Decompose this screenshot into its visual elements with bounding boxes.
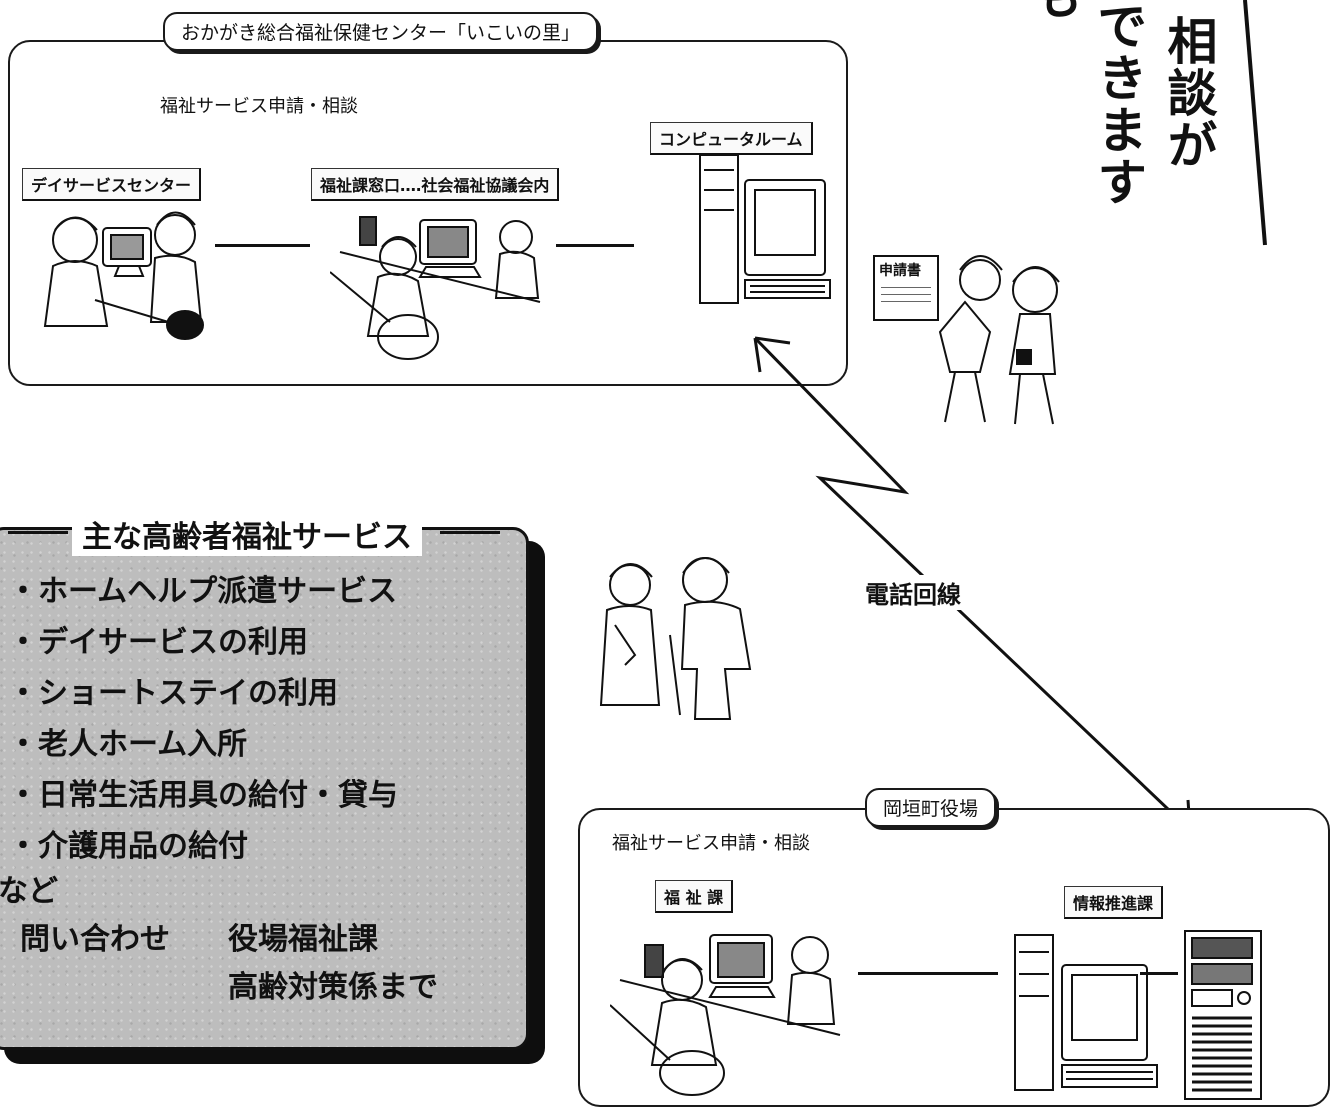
application-form-label: 申請書 — [879, 263, 921, 279]
services-title: 主な高齢者福祉サービス — [72, 512, 422, 556]
computer-room-illustration — [699, 154, 831, 304]
services-etc: など — [0, 874, 58, 909]
daycare-center-label: デイサービスセンター — [22, 168, 202, 201]
service-item-care-supplies: ・介護用品の給付 — [8, 829, 248, 864]
services-list: ・ホームヘルプ派遣サービス ・デイサービスの利用 ・ショートステイの利用 ・老人… — [8, 566, 398, 872]
town-hall-welfare-illustration — [610, 934, 841, 1096]
welfare-dept-label: 福 祉 課 — [655, 880, 734, 913]
center-connector-1 — [215, 244, 310, 247]
center-connector-2 — [556, 244, 634, 247]
elderly-couple-walking-illustration — [599, 557, 752, 720]
application-form: 申請書 — [873, 255, 939, 321]
headline-col-3: 相談が — [1159, 15, 1219, 171]
services-title-rule-left — [8, 531, 68, 534]
elderly-couple-applying-illustration — [938, 255, 1060, 425]
contact-label: 問い合わせ — [20, 922, 170, 957]
info-dept-computer-illustration — [1014, 934, 1158, 1091]
service-item-short-stay: ・ショートステイの利用 — [8, 676, 338, 711]
service-item-day-service: ・デイサービスの利用 — [8, 625, 308, 660]
center-subtitle: 福祉サービス申請・相談 — [160, 96, 358, 117]
daycare-staff-illustration — [43, 211, 204, 340]
center-panel-title: おかがき総合福祉保健センター「いこいの里」 — [163, 12, 599, 51]
service-item-daily-equipment: ・日常生活用具の給付・貸与 — [8, 778, 398, 813]
headline-col-1: も — [1025, 0, 1084, 22]
town-hall-title: 岡垣町役場 — [865, 788, 997, 827]
phone-line-label: 電話回線 — [865, 575, 961, 610]
town-hall-subtitle: 福祉サービス申請・相談 — [612, 833, 810, 854]
server-rack-illustration — [1184, 930, 1262, 1100]
town-hall-connector-1 — [858, 972, 998, 975]
services-title-rule-right — [440, 531, 500, 534]
services-panel — [0, 527, 529, 1050]
headline-col-2: できます — [1089, 0, 1149, 208]
contact-section: 高齢対策係まで — [228, 970, 438, 1005]
center-panel — [8, 40, 848, 386]
info-dept-label: 情報推進課 — [1064, 886, 1164, 919]
contact-department: 役場福祉課 — [228, 922, 378, 957]
service-item-home-help: ・ホームヘルプ派遣サービス — [8, 574, 398, 609]
town-hall-connector-2 — [1140, 972, 1178, 975]
service-item-nursing-home: ・老人ホーム入所 — [8, 727, 248, 762]
welfare-window-label: 福祉課窓口‥‥社会福祉協議会内 — [311, 168, 560, 201]
welfare-window-illustration — [330, 216, 541, 360]
computer-room-label: コンピュータルーム — [650, 122, 813, 155]
headline-bracket — [1243, 0, 1267, 246]
